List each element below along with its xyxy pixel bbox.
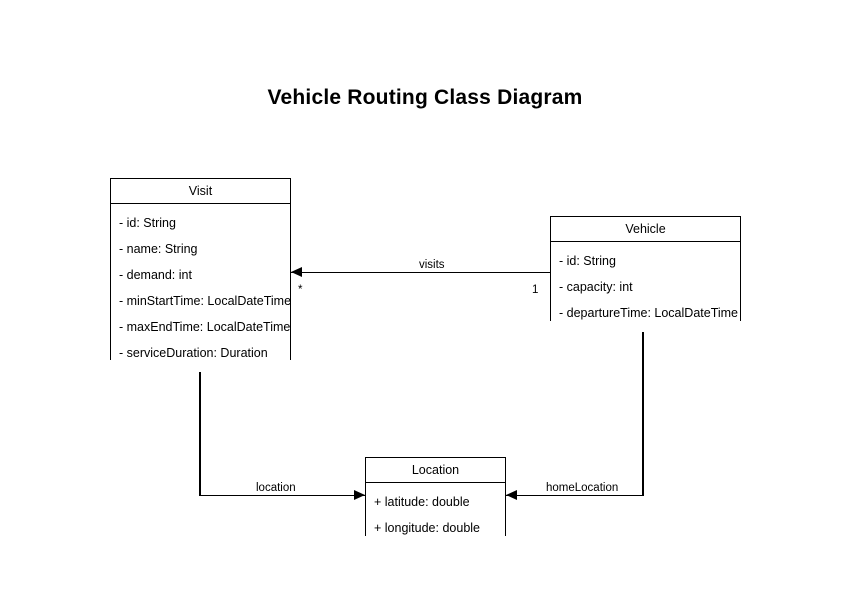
attribute-row: + latitude: double: [374, 495, 470, 509]
attribute-row: - id: String: [119, 216, 176, 230]
multiplicity-visit-side: *: [298, 284, 303, 296]
association-label-location: location: [253, 482, 299, 494]
class-box-visit[interactable]: Visit - id: String - name: String - dema…: [110, 178, 291, 372]
association-line-location-vertical: [199, 360, 201, 496]
attribute-row: - maxEndTime: LocalDateTime: [119, 320, 291, 334]
class-name-vehicle: Vehicle: [551, 217, 740, 242]
arrowhead-icon-homelocation: [506, 490, 517, 500]
page-title: Vehicle Routing Class Diagram: [267, 86, 583, 109]
attribute-compartment-location: + latitude: double + longitude: double: [366, 483, 505, 547]
attribute-row: - capacity: int: [559, 280, 633, 294]
association-line-location-horizontal: [199, 494, 366, 496]
association-line-homelocation-horizontal: [506, 494, 643, 496]
arrowhead-icon-visits: [291, 267, 302, 277]
class-box-location[interactable]: Location + latitude: double + longitude:…: [365, 457, 506, 547]
attribute-row: - id: String: [559, 254, 616, 268]
class-box-vehicle[interactable]: Vehicle - id: String - capacity: int - d…: [550, 216, 741, 332]
class-name-location: Location: [366, 458, 505, 483]
attribute-row: - minStartTime: LocalDateTime: [119, 294, 292, 308]
association-line-visits: [291, 271, 550, 273]
association-label-homelocation: homeLocation: [543, 482, 622, 494]
attribute-compartment-vehicle: - id: String - capacity: int - departure…: [551, 242, 740, 332]
attribute-row: - demand: int: [119, 268, 192, 282]
attribute-row: - serviceDuration: Duration: [119, 346, 268, 360]
class-name-visit: Visit: [111, 179, 290, 204]
association-label-visits: visits: [416, 259, 448, 271]
arrowhead-icon-location: [354, 490, 365, 500]
attribute-compartment-visit: - id: String - name: String - demand: in…: [111, 204, 292, 372]
attribute-row: + longitude: double: [374, 521, 480, 535]
multiplicity-vehicle-side: 1: [532, 284, 539, 296]
association-line-homelocation-vertical: [642, 321, 644, 496]
attribute-row: - departureTime: LocalDateTime: [559, 306, 739, 320]
attribute-row: - name: String: [119, 242, 198, 256]
